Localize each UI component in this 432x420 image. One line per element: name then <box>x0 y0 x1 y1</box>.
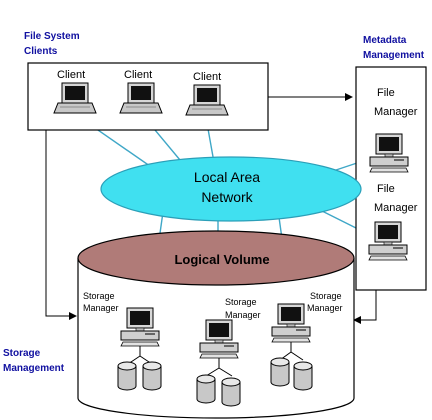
client-2-label: Client <box>124 69 152 81</box>
svg-text:Clients: Clients <box>24 46 58 57</box>
file-manager-2-label: File <box>377 183 395 195</box>
svg-text:Manager: Manager <box>83 303 119 313</box>
svg-text:Manager: Manager <box>225 310 261 320</box>
svg-text:Storage: Storage <box>3 348 41 359</box>
desktop-pc-icon <box>271 303 311 343</box>
disk-icon <box>293 361 313 391</box>
desktop-pc-icon <box>199 319 239 359</box>
local-area-network: Local Area Network <box>100 156 362 222</box>
network-label-line2: Network <box>201 189 253 205</box>
disk-icon <box>196 374 216 404</box>
storage-manager-3: Storage Manager <box>270 291 343 391</box>
svg-text:Manager: Manager <box>374 106 418 118</box>
desktop-pc-icon <box>369 133 409 173</box>
storage-manager-2: Storage Manager <box>196 297 261 407</box>
disk-icon <box>221 377 241 407</box>
desktop-pc-icon <box>120 307 160 347</box>
svg-text:Management: Management <box>3 363 65 374</box>
network-label-line1: Local Area <box>194 169 260 185</box>
disk-icon <box>117 361 137 391</box>
client-1-label: Client <box>57 69 85 81</box>
client-3: Client <box>185 71 229 116</box>
disk-icon <box>270 357 290 387</box>
storage-group-label: Storage Management <box>3 348 65 374</box>
svg-text:Manager: Manager <box>374 202 418 214</box>
disk-icon <box>142 361 162 391</box>
storage-manager-1: Storage Manager <box>83 291 162 391</box>
client-1: Client <box>53 69 97 114</box>
file-manager-1: File Manager <box>369 87 418 173</box>
logical-volume-disc <box>77 230 355 286</box>
client-2: Client <box>119 69 163 114</box>
svg-text:Manager: Manager <box>307 303 343 313</box>
svg-text:Management: Management <box>363 50 425 61</box>
metadata-group-label: Metadata Management <box>363 35 425 61</box>
file-manager-2: File Manager <box>368 183 418 261</box>
svg-text:File System: File System <box>24 31 80 42</box>
logical-volume-label: Logical Volume <box>174 252 269 267</box>
clients-storage-arrow <box>45 130 77 320</box>
svg-text:Storage: Storage <box>225 297 257 307</box>
svg-text:Storage: Storage <box>83 291 115 301</box>
clients-group-label: File System Clients <box>24 31 80 57</box>
client-3-label: Client <box>193 71 221 83</box>
svg-text:Metadata: Metadata <box>363 35 407 46</box>
metadata-storage-arrow <box>353 290 377 324</box>
svg-text:Storage: Storage <box>310 291 342 301</box>
management-arrows <box>45 93 377 324</box>
desktop-pc-icon <box>368 221 408 261</box>
file-manager-1-label: File <box>377 87 395 99</box>
metadata-box <box>355 66 427 291</box>
